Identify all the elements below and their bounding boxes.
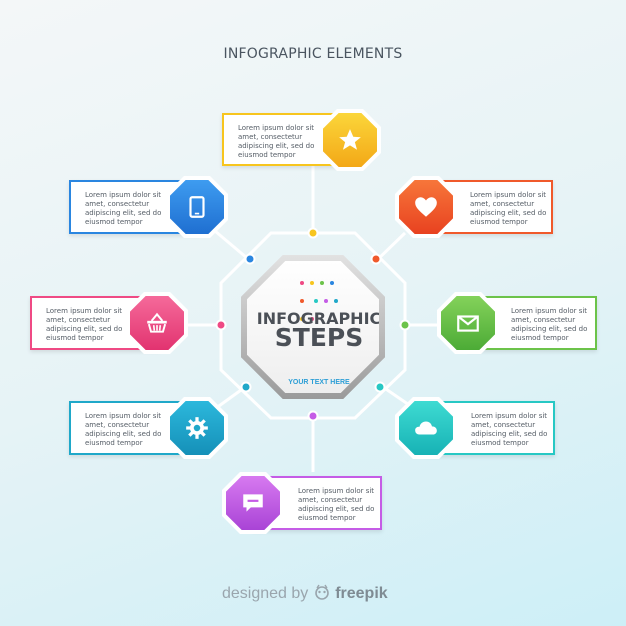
center-subtitle: YOUR TEXT HERE	[288, 379, 350, 386]
step-badge-basket	[126, 292, 188, 354]
step-badge-star	[319, 109, 381, 171]
step-badge-mail	[437, 292, 499, 354]
envelope-icon	[457, 315, 479, 332]
credit-brand: freepik	[335, 585, 388, 602]
node-dot	[240, 381, 252, 393]
node-dot	[244, 253, 256, 265]
node-dot	[307, 410, 319, 422]
center-title-line1: INFOGRAPHIC	[256, 309, 382, 328]
cloud-icon	[415, 421, 437, 435]
center-title-line2: STEPS	[274, 323, 364, 352]
tablet-icon	[189, 196, 205, 218]
node-dot	[215, 319, 227, 331]
center-hub: INFOGRAPHIC STEPS YOUR TEXT HERE	[241, 255, 385, 399]
credit-prefix: designed by	[222, 585, 309, 602]
step-badge-gear	[166, 397, 228, 459]
star-icon	[339, 129, 361, 150]
node-dot	[307, 227, 319, 239]
step-badge-cloud	[395, 397, 457, 459]
page-title: INFOGRAPHIC ELEMENTS	[223, 46, 403, 62]
credit-line: designed by freepik	[222, 584, 388, 603]
freepik-logo-icon	[313, 584, 331, 600]
node-dot	[374, 381, 386, 393]
node-dot	[399, 319, 411, 331]
gear-icon	[186, 417, 208, 439]
color-dots	[297, 273, 343, 327]
node-dot	[370, 253, 382, 265]
step-badge-chat	[222, 472, 284, 534]
chat-bubble-icon	[243, 494, 263, 512]
step-badge-heart	[395, 176, 457, 238]
step-badge-tablet	[166, 176, 228, 238]
heart-icon	[415, 197, 437, 217]
basket-icon	[147, 312, 167, 333]
